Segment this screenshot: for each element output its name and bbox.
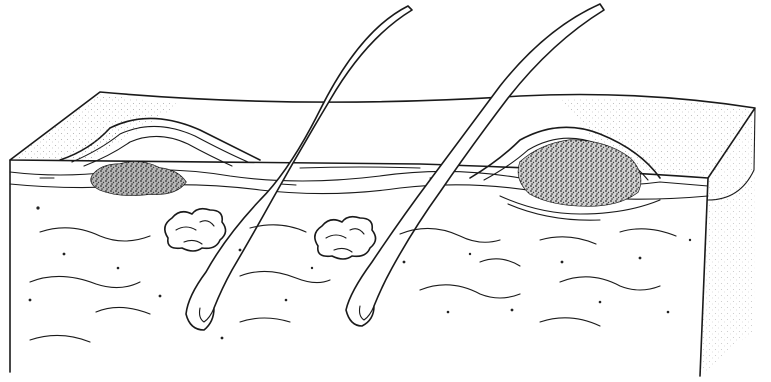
sebaceous-gland-left (165, 209, 226, 251)
sebaceous-gland-right (315, 217, 376, 259)
skin-block (10, 92, 755, 376)
